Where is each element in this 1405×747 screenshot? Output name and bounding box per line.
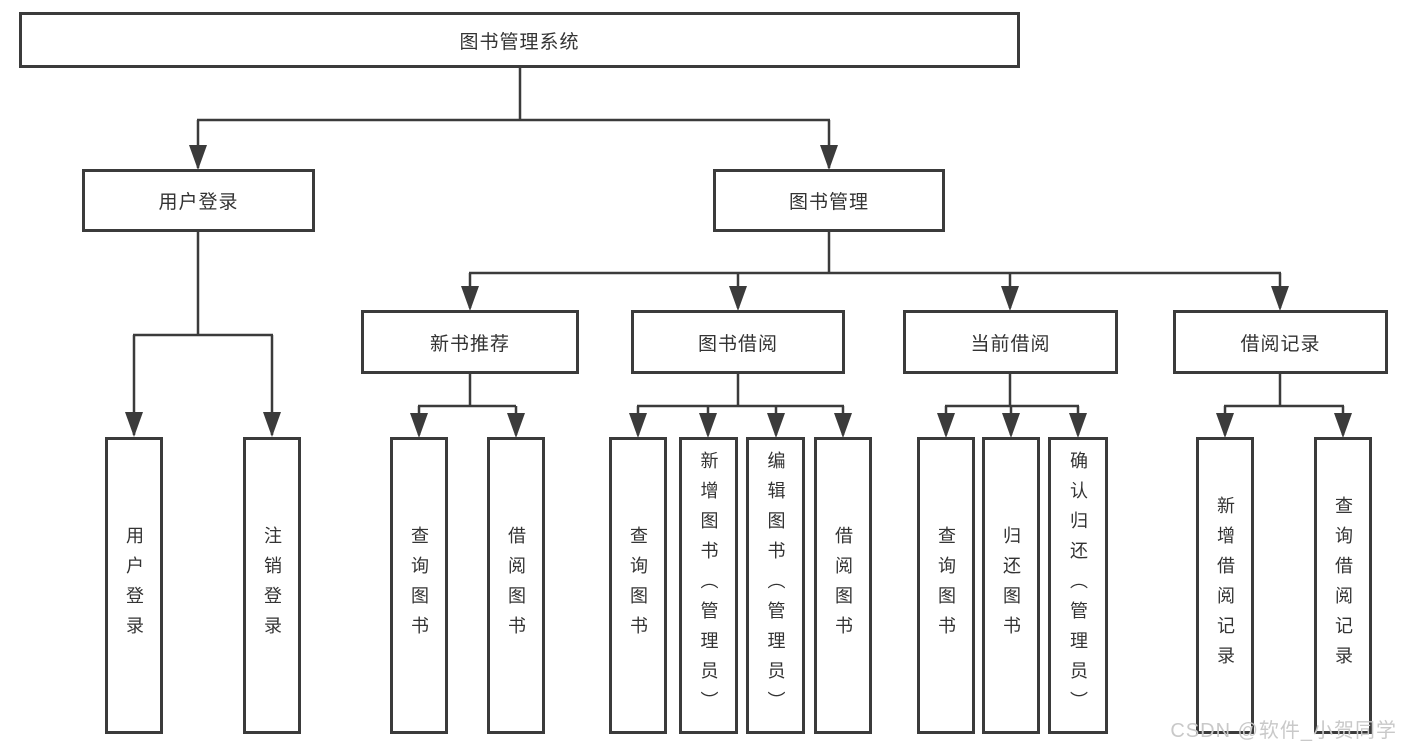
node-root-label: 图书管理系统 [459, 31, 580, 53]
leaf-recommend-query-books-label: 查询图书 [409, 525, 429, 646]
leaf-current-query-books: 查询图书 [917, 437, 975, 734]
leaf-borrow-edit-books-admin-label: 编辑图书（管理员） [765, 450, 786, 721]
leaf-borrow-query-books-label: 查询图书 [628, 525, 648, 646]
leaf-borrow-add-books-admin: 新增图书（管理员） [679, 437, 738, 734]
leaf-logout-label: 注销登录 [262, 525, 282, 646]
node-book-borrow-label: 图书借阅 [697, 333, 778, 355]
node-user-login-label: 用户登录 [158, 192, 239, 213]
leaf-borrow-edit-books-admin: 编辑图书（管理员） [746, 437, 805, 734]
leaf-user-login-label: 用户登录 [124, 525, 144, 646]
leaf-records-add-record-label: 新增借阅记录 [1215, 495, 1235, 676]
leaf-current-return-books-label: 归还图书 [1001, 525, 1021, 646]
node-book-management: 图书管理 [713, 169, 945, 232]
watermark: CSDN @软件_小贺同学 [1170, 720, 1397, 742]
node-current-borrow: 当前借阅 [903, 310, 1118, 374]
node-borrow-records: 借阅记录 [1173, 310, 1388, 374]
leaf-recommend-query-books: 查询图书 [390, 437, 448, 734]
node-user-login: 用户登录 [82, 169, 315, 232]
leaf-user-login: 用户登录 [105, 437, 163, 734]
leaf-records-query-record: 查询借阅记录 [1314, 437, 1372, 734]
leaf-borrow-borrow-books-label: 借阅图书 [833, 525, 853, 646]
node-book-borrow: 图书借阅 [631, 310, 845, 374]
node-new-book-recommend: 新书推荐 [361, 310, 579, 374]
leaf-records-add-record: 新增借阅记录 [1196, 437, 1254, 734]
node-current-borrow-label: 当前借阅 [970, 333, 1051, 355]
node-root: 图书管理系统 [19, 12, 1020, 68]
leaf-current-query-books-label: 查询图书 [936, 525, 956, 646]
node-new-book-recommend-label: 新书推荐 [429, 333, 510, 355]
leaf-recommend-borrow-books: 借阅图书 [487, 437, 545, 734]
leaf-recommend-borrow-books-label: 借阅图书 [506, 525, 526, 646]
leaf-records-query-record-label: 查询借阅记录 [1333, 495, 1353, 676]
leaf-borrow-add-books-admin-label: 新增图书（管理员） [698, 450, 719, 721]
leaf-current-confirm-return-admin-label: 确认归还（管理员） [1068, 450, 1088, 721]
leaf-logout: 注销登录 [243, 437, 301, 734]
connector-elbow-lines [132, 68, 1345, 435]
node-book-management-label: 图书管理 [788, 192, 869, 213]
leaf-borrow-query-books: 查询图书 [609, 437, 667, 734]
node-borrow-records-label: 借阅记录 [1240, 333, 1321, 355]
leaf-current-return-books: 归还图书 [982, 437, 1040, 734]
leaf-current-confirm-return-admin: 确认归还（管理员） [1048, 437, 1108, 734]
leaf-borrow-borrow-books: 借阅图书 [814, 437, 872, 734]
